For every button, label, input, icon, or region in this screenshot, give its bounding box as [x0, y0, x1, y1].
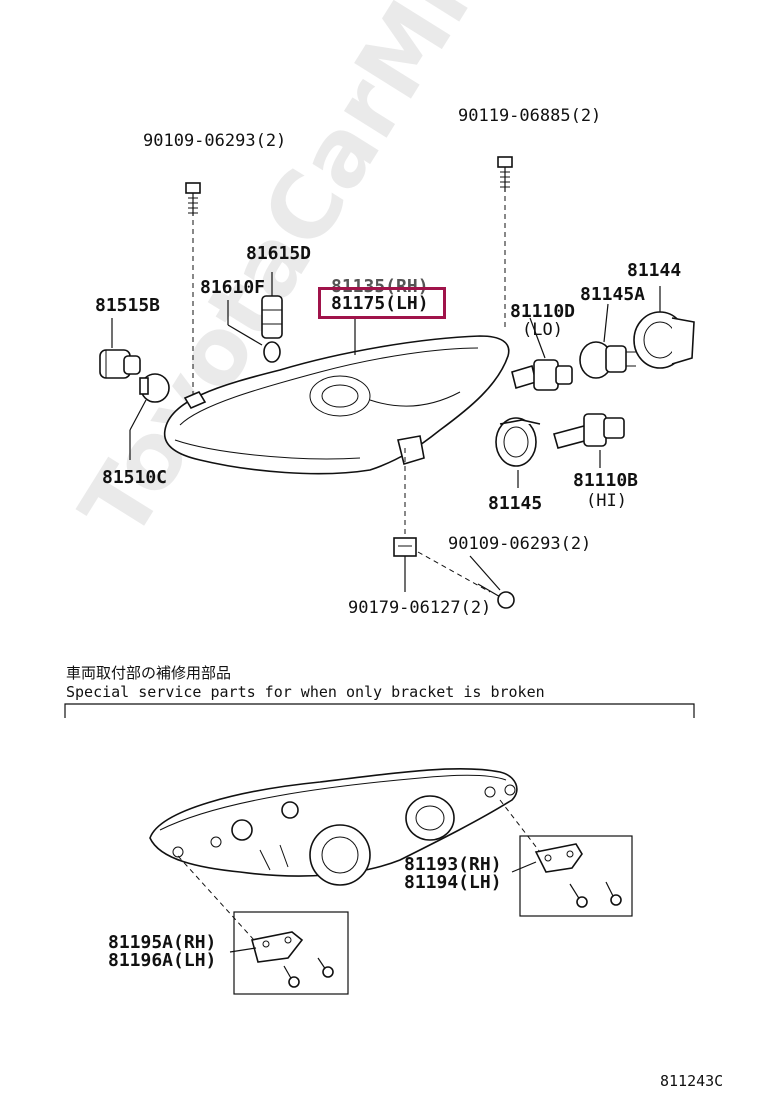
label-90179: 90179-06127(2) [348, 598, 492, 618]
detail-box-lh [233, 911, 349, 995]
label-81145: 81145 [488, 493, 543, 514]
label-81196a: 81196A(LH) [108, 950, 217, 971]
label-81144: 81144 [627, 260, 682, 281]
leader-81195a [229, 947, 257, 953]
headlamp-housing-icon [163, 335, 510, 475]
highlight-box [318, 287, 446, 319]
high-beam-bulb-icon [553, 413, 625, 449]
leader-81193 [511, 861, 537, 873]
bracket-lh-icon [251, 931, 304, 963]
label-hi: (HI) [586, 491, 627, 511]
dust-cover-81145-icon [495, 417, 541, 467]
leader-81145a [603, 303, 609, 343]
headlamp-rear-view-icon [149, 767, 518, 886]
dust-cover-81144-icon [633, 311, 695, 369]
note-english: Special service parts for when only brac… [66, 683, 545, 701]
screw-lh-icon [283, 957, 334, 988]
detail-box-rh [519, 835, 633, 917]
label-81145a: 81145A [580, 284, 646, 305]
label-90109-top: 90109-06293(2) [143, 131, 287, 151]
label-81110b: 81110B [573, 470, 639, 491]
label-81610f: 81610F [200, 277, 266, 298]
leader-rh-bracket [499, 799, 541, 853]
bulb-socket-81145a-icon [579, 341, 636, 379]
bracket-rh-icon [534, 843, 583, 873]
screw-rh-icon [569, 881, 622, 908]
small-bulb-icon [261, 295, 283, 363]
bolt-bottom-icon [477, 583, 515, 609]
label-lo: (LO) [522, 320, 563, 340]
leader-81110d [529, 317, 546, 359]
label-81515b: 81515B [95, 295, 161, 316]
label-81195a: 81195A(RH) [108, 932, 217, 953]
label-81175[interactable]: 81175(LH) [331, 293, 429, 314]
side-bulb-icon [139, 373, 170, 403]
leader-81610f-b [227, 324, 263, 346]
figure-id: 811243C [660, 1072, 724, 1090]
leader-81510c-b [129, 399, 147, 431]
section-bracket-frame [64, 703, 695, 718]
label-81135: 81135(RH) [331, 276, 429, 297]
leader-clip-bolt [417, 551, 491, 593]
bolt-top-left-icon [185, 182, 201, 216]
label-81615d: 81615D [246, 243, 312, 264]
label-81193: 81193(RH) [404, 854, 502, 875]
leader-90109-bottom [469, 555, 501, 591]
note-japanese: 車両取付部の補修用部品 [66, 664, 232, 682]
leader-lh-bracket [177, 855, 255, 941]
side-socket-icon [99, 349, 141, 379]
label-81510c: 81510C [102, 467, 168, 488]
bolt-top-right-icon [497, 156, 513, 192]
clip-icon [393, 537, 417, 557]
label-90109-bottom: 90109-06293(2) [448, 534, 592, 554]
label-90119: 90119-06885(2) [458, 106, 602, 126]
label-81194: 81194(LH) [404, 872, 502, 893]
label-81110d: 81110D [510, 301, 576, 322]
low-beam-bulb-icon [511, 359, 573, 391]
